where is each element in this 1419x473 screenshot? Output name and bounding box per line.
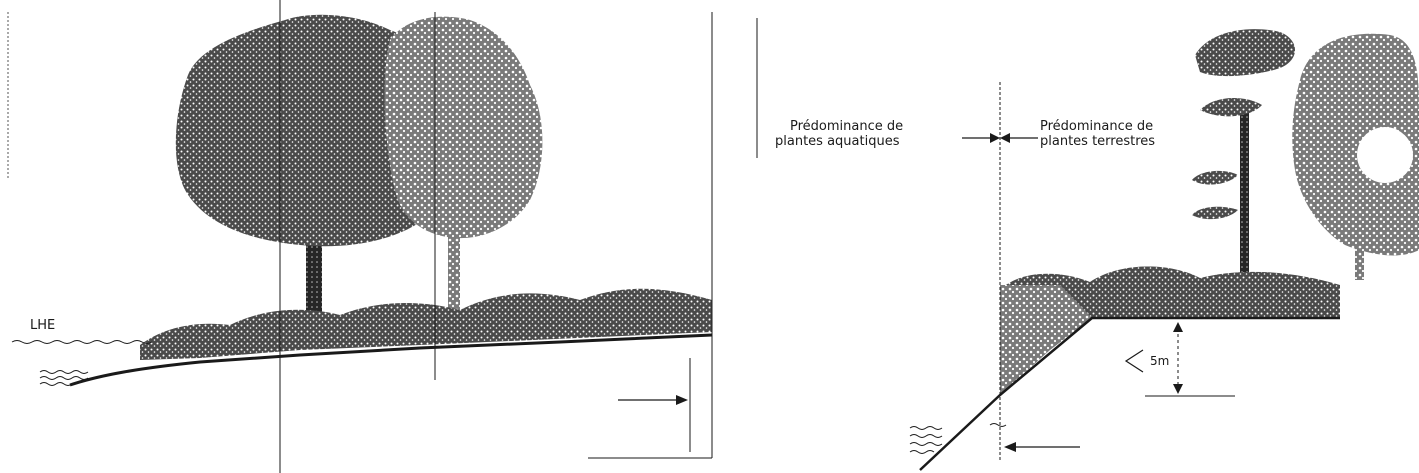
water-level-label: LHE	[30, 318, 56, 333]
aquatic-label-line2: plantes aquatiques	[775, 134, 900, 149]
ground-line-left	[69, 333, 713, 387]
bank-profile	[919, 316, 1340, 471]
large-tree-left	[175, 14, 453, 320]
aquatic-vegetation	[1000, 285, 1092, 395]
right-panel	[756, 18, 1419, 471]
aquatic-label-line1: Prédominance de	[790, 119, 904, 134]
height-label: 5m	[1150, 354, 1170, 368]
terrestrial-label-line2: plantes terrestres	[1040, 134, 1156, 149]
shrub-band-left	[140, 288, 712, 360]
tree-cluster-right	[1292, 33, 1419, 280]
water-left	[11, 340, 153, 386]
terrestrial-label-line1: Prédominance de	[1040, 119, 1154, 134]
height-indicator	[1124, 322, 1235, 397]
arrow-right-left-panel	[618, 395, 688, 405]
tall-tree-right-panel	[1192, 29, 1295, 275]
boundary-arrows	[962, 133, 1038, 143]
left-panel	[7, 0, 713, 473]
large-tree-right	[384, 16, 543, 315]
arrow-left-right-panel	[1004, 442, 1080, 452]
shrub-band-right	[1000, 266, 1340, 320]
water-right	[909, 423, 1007, 454]
